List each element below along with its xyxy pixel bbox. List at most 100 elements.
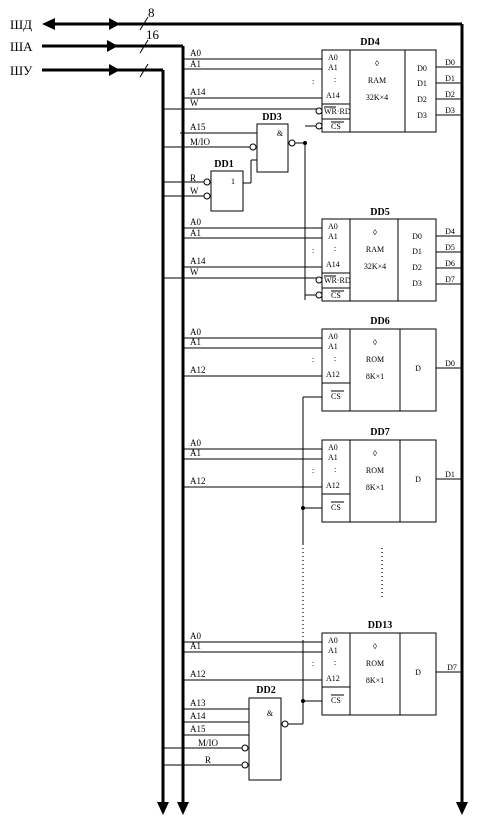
data-bus-label: ШД (10, 17, 32, 32)
svg-text::: : (312, 355, 314, 364)
address-bus: 16 ША (10, 27, 189, 815)
svg-text:D3: D3 (417, 111, 427, 120)
svg-text:ROM: ROM (366, 355, 384, 364)
ram-chip-dd5: DD5 A0 A1 : A14 WR·RD CS ◊ RAM 32K×4 D0 … (163, 207, 462, 302)
svg-text:CS: CS (331, 392, 341, 401)
svg-text:ROM: ROM (366, 659, 384, 668)
svg-text:A0: A0 (190, 48, 201, 58)
svg-text:D3: D3 (412, 279, 422, 288)
rom-chip-dd6: DD6 A0 A1 : A12 CS ◊ ROM 8K×1 D D0 A0 A1… (183, 316, 462, 545)
and-gate-dd3: DD3 & A15 M/IO (163, 112, 307, 300)
svg-text:A0: A0 (190, 631, 201, 641)
svg-text:A1: A1 (328, 63, 338, 72)
svg-text:D7: D7 (447, 663, 457, 672)
svg-text:D1: D1 (445, 74, 455, 83)
data-bus-width: 8 (148, 5, 155, 20)
svg-text::: : (312, 77, 314, 86)
svg-text::: : (312, 659, 314, 668)
svg-text:CS: CS (331, 122, 341, 131)
svg-text:A14: A14 (190, 87, 206, 97)
or-gate-dd1: DD1 1 R W (163, 159, 257, 212)
svg-text:D1: D1 (412, 247, 422, 256)
svg-text:D0: D0 (445, 58, 455, 67)
svg-text:M/IO: M/IO (198, 738, 219, 748)
svg-text:D3: D3 (445, 106, 455, 115)
svg-text:D0: D0 (417, 64, 427, 73)
svg-text:A12: A12 (326, 674, 340, 683)
svg-text:WR·RD: WR·RD (324, 276, 351, 285)
svg-text:A13: A13 (190, 698, 206, 708)
svg-text::: : (334, 354, 336, 363)
svg-text:A0: A0 (328, 636, 338, 645)
svg-text:32K×4: 32K×4 (366, 93, 388, 102)
svg-text:R: R (205, 755, 211, 765)
svg-text:A14: A14 (190, 711, 206, 721)
svg-text::: : (334, 465, 336, 474)
svg-text:8K×1: 8K×1 (366, 676, 384, 685)
svg-text:D1: D1 (417, 79, 427, 88)
svg-text:A0: A0 (190, 327, 201, 337)
address-bus-width: 16 (146, 27, 160, 42)
svg-text:D2: D2 (445, 90, 455, 99)
svg-text:ROM: ROM (366, 466, 384, 475)
svg-text:D: D (415, 475, 421, 484)
svg-text:WR·RD: WR·RD (324, 107, 351, 116)
svg-text:CS: CS (331, 696, 341, 705)
svg-text::: : (312, 246, 314, 255)
svg-text:A0: A0 (328, 443, 338, 452)
svg-text:A1: A1 (328, 646, 338, 655)
svg-text:◊: ◊ (373, 449, 377, 458)
continuation-dots (162, 548, 463, 640)
ram-chip-dd4: DD4 A0 A1 : A14 WR·RD CS ◊ RAM 32K×4 D0 … (163, 37, 462, 133)
chip-title: DD5 (370, 207, 389, 218)
svg-text:A0: A0 (328, 332, 338, 341)
svg-text:A14: A14 (326, 260, 340, 269)
svg-text:W: W (190, 98, 199, 108)
svg-text::: : (334, 658, 336, 667)
svg-text:RAM: RAM (368, 76, 386, 85)
svg-text:M/IO: M/IO (190, 137, 211, 147)
svg-text:D0: D0 (412, 232, 422, 241)
svg-text:A12: A12 (190, 669, 206, 679)
svg-text::: : (312, 466, 314, 475)
svg-text:8K×1: 8K×1 (366, 483, 384, 492)
svg-text:W: W (190, 267, 199, 277)
svg-text:◊: ◊ (373, 642, 377, 651)
svg-text:A14: A14 (326, 91, 340, 100)
svg-text:W: W (190, 186, 199, 196)
data-bus: 8 ШД (10, 5, 468, 815)
svg-text:D: D (415, 364, 421, 373)
address-bus-label: ША (10, 39, 33, 54)
svg-text:A1: A1 (190, 448, 201, 458)
chip-title: DD7 (370, 427, 389, 438)
svg-text:A0: A0 (190, 438, 201, 448)
svg-text:D5: D5 (445, 243, 455, 252)
svg-text:D2: D2 (417, 95, 427, 104)
svg-text:D0: D0 (445, 359, 455, 368)
control-bus-label: ШУ (10, 63, 33, 78)
svg-text:32K×4: 32K×4 (364, 262, 386, 271)
svg-text:A1: A1 (328, 232, 338, 241)
svg-text:◊: ◊ (375, 59, 379, 68)
svg-text::: : (334, 75, 336, 84)
svg-text:A1: A1 (328, 453, 338, 462)
chip-title: DD6 (370, 316, 389, 327)
svg-text:R: R (190, 173, 196, 183)
control-bus: ШУ (10, 63, 169, 815)
svg-text:&: & (267, 709, 274, 718)
svg-text:◊: ◊ (373, 338, 377, 347)
svg-text:1: 1 (231, 177, 235, 186)
svg-text:D2: D2 (412, 263, 422, 272)
svg-text:DD3: DD3 (262, 112, 281, 123)
svg-text:A12: A12 (190, 365, 206, 375)
chip-title: DD4 (360, 37, 379, 48)
svg-text:A1: A1 (190, 641, 201, 651)
svg-text:A1: A1 (190, 228, 201, 238)
svg-text:CS: CS (331, 291, 341, 300)
svg-text:A0: A0 (190, 217, 201, 227)
svg-text:A15: A15 (190, 122, 206, 132)
svg-text:CS: CS (331, 503, 341, 512)
rom-chip-dd13: DD13 A0 A1 : A12 CS ◊ ROM 8K×1 D D7 A0 A… (183, 620, 462, 724)
svg-text:A1: A1 (190, 59, 201, 69)
rom-chip-dd7: DD7 A0 A1 : A12 CS ◊ ROM 8K×1 D D1 A0 A1… (183, 427, 462, 523)
